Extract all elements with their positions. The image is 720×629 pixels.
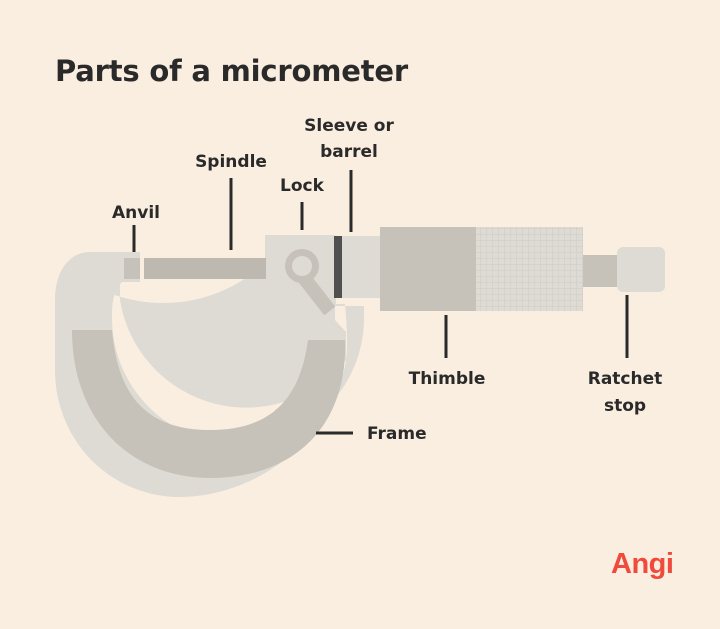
lock-label: Lock	[280, 176, 325, 196]
sleeve-ring	[334, 236, 342, 298]
ratchet-cap	[617, 247, 665, 292]
anvil-shape	[124, 258, 140, 279]
lock-knob-center	[292, 256, 312, 276]
spindle-shape	[144, 258, 267, 279]
sleeve-label-line1: Sleeve or	[304, 116, 394, 136]
thimble-label: Thimble	[409, 369, 486, 389]
leader-lines	[132, 170, 629, 435]
frame-label: Frame	[367, 424, 427, 444]
ratchet-label-line2: stop	[604, 396, 646, 416]
anvil-label: Anvil	[112, 203, 160, 223]
spindle-label: Spindle	[195, 152, 267, 172]
ratchet-label-line1: Ratchet	[588, 369, 663, 389]
angi-logo: Angi	[611, 548, 674, 580]
ratchet-neck	[583, 255, 617, 287]
sleeve-barrel	[342, 236, 380, 298]
frame-inner-panel	[72, 330, 346, 478]
thimble-body	[380, 227, 476, 311]
thimble-knurl-texture	[476, 227, 583, 311]
sleeve-label-line2: barrel	[320, 142, 378, 162]
page-title: Parts of a micrometer	[55, 54, 408, 88]
